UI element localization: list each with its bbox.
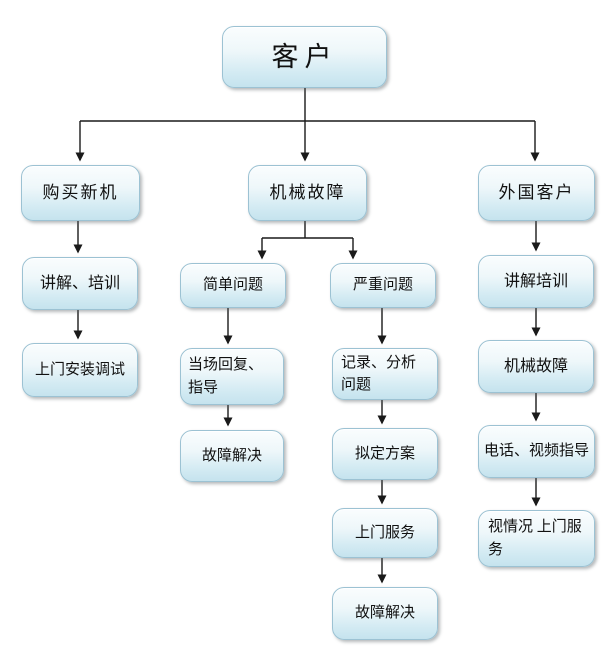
node-phone-video-guide-label: 电话、视频指导 [483, 443, 589, 460]
node-mechanical-fault-label: 机械故障 [269, 183, 346, 203]
node-foreign-customer: 外国客户 [478, 165, 595, 221]
node-onsite-reply-guide-label: 当场回复、指导 [188, 357, 264, 396]
node-fault-solved-left: 故障解决 [180, 430, 284, 482]
node-serious-problem: 严重问题 [330, 263, 436, 308]
node-explain-training-right-label: 讲解培训 [503, 272, 568, 290]
node-onsite-service-label: 上门服务 [354, 524, 415, 541]
node-fault-solved-mid: 故障解决 [332, 587, 438, 640]
node-phone-video-guide: 电话、视频指导 [478, 425, 595, 478]
node-draft-plan: 拟定方案 [332, 428, 438, 480]
node-record-analyze-problem-label: 记录、分析问题 [341, 354, 417, 394]
node-explain-training-left-label: 讲解、培训 [39, 274, 120, 292]
node-onsite-depends-label: 视情况 上门服务 [488, 519, 582, 558]
node-mechanical-fault: 机械故障 [248, 165, 367, 221]
node-onsite-reply-guide: 当场回复、指导 [180, 348, 284, 405]
node-onsite-install-debug-label: 上门安装调试 [34, 361, 125, 378]
node-buy-new-machine-label: 购买新机 [42, 183, 119, 203]
node-record-analyze-problem: 记录、分析问题 [332, 348, 438, 400]
node-draft-plan-label: 拟定方案 [354, 445, 415, 462]
node-explain-training-left: 讲解、培训 [22, 257, 138, 310]
node-fault-solved-mid-label: 故障解决 [354, 605, 415, 622]
node-mechanical-fault-right: 机械故障 [478, 340, 594, 393]
node-simple-problem: 简单问题 [180, 263, 286, 308]
node-buy-new-machine: 购买新机 [21, 165, 140, 221]
node-onsite-install-debug: 上门安装调试 [22, 343, 138, 397]
node-simple-problem-label: 简单问题 [202, 277, 263, 294]
node-mechanical-fault-right-label: 机械故障 [503, 357, 568, 375]
node-onsite-depends: 视情况 上门服务 [478, 510, 595, 567]
node-fault-solved-left-label: 故障解决 [201, 447, 262, 464]
node-explain-training-right: 讲解培训 [478, 255, 594, 308]
node-customer-label: 客户 [271, 41, 338, 72]
node-onsite-service: 上门服务 [332, 508, 438, 558]
node-serious-problem-label: 严重问题 [352, 277, 413, 294]
node-foreign-customer-label: 外国客户 [498, 183, 575, 203]
node-customer: 客户 [222, 26, 387, 88]
